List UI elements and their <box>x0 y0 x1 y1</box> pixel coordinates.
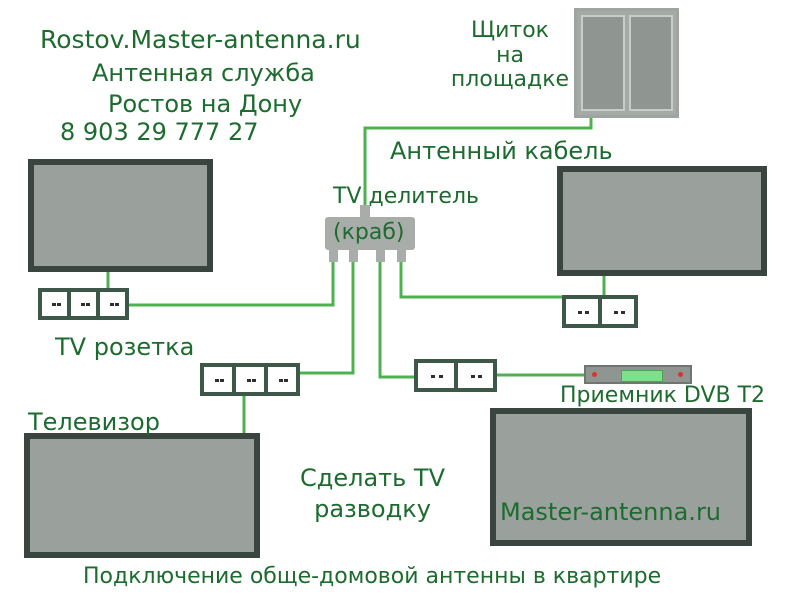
city-name: Ростов на Дону <box>108 90 303 118</box>
tv-top-left <box>28 159 213 272</box>
panel-label-3: площадке <box>450 67 570 92</box>
receiver-led <box>592 372 597 377</box>
watermark-text: Master-antenna.ru <box>500 498 722 526</box>
socket-outlet <box>204 367 232 392</box>
tv-socket-right <box>562 295 638 328</box>
splitter-output-4 <box>397 248 406 262</box>
site-title: Rostov.Master-antenna.ru <box>40 25 361 54</box>
socket-outlet <box>602 299 634 324</box>
tv-splitter <box>325 217 415 250</box>
cta-line-2: разводку <box>314 495 431 523</box>
tv-socket-middle <box>200 363 300 396</box>
tv-screen <box>30 439 254 552</box>
tv-top-right <box>557 166 767 276</box>
distribution-panel <box>574 8 679 118</box>
socket-outlet <box>268 367 296 392</box>
tv-socket-receiver <box>414 359 497 392</box>
dvb-t2-receiver <box>584 365 692 384</box>
socket-outlet <box>42 292 67 316</box>
receiver-label: Приемник DVB T2 <box>560 383 766 408</box>
tv-label: Телевизор <box>28 408 160 436</box>
panel-door-left <box>581 15 625 111</box>
tv-bottom-right <box>490 408 752 546</box>
tv-bottom-left <box>24 433 260 558</box>
socket-outlet <box>566 299 598 324</box>
socket-outlet <box>100 292 125 316</box>
antenna-cable <box>363 118 593 207</box>
receiver-led <box>678 372 683 377</box>
cta-line-1: Сделать TV <box>300 464 445 492</box>
splitter-alias: (краб) <box>333 220 405 245</box>
tv-screen <box>496 414 746 540</box>
tv-screen <box>34 165 207 266</box>
panel-label-1: Щиток <box>471 18 549 43</box>
cable-label: Антенный кабель <box>390 137 613 165</box>
splitter-input <box>360 205 370 219</box>
socket-outlet <box>236 367 264 392</box>
panel-door-right <box>629 15 673 111</box>
splitter-output-3 <box>376 248 385 262</box>
splitter-output-2 <box>349 248 358 262</box>
tv-socket-left <box>38 288 129 320</box>
socket-outlet <box>418 363 454 388</box>
panel-label-2: на <box>496 43 524 68</box>
receiver-display <box>621 370 663 382</box>
cable-to-socket-receiver <box>378 262 414 379</box>
splitter-label: TV делитель <box>333 184 479 209</box>
splitter-output-1 <box>329 248 338 262</box>
socket-outlet <box>71 292 96 316</box>
cable-to-socket-middle <box>300 262 355 375</box>
service-name: Антенная служба <box>92 59 315 87</box>
footer-caption: Подключение обще-домовой антенны в кварт… <box>83 564 662 589</box>
phone-number: 8 903 29 777 27 <box>60 118 259 146</box>
tv-screen <box>563 172 761 270</box>
cable-to-socket-left <box>129 262 335 307</box>
socket-label: TV розетка <box>55 333 195 361</box>
cable-to-socket-right <box>399 262 562 299</box>
socket-outlet <box>457 363 493 388</box>
